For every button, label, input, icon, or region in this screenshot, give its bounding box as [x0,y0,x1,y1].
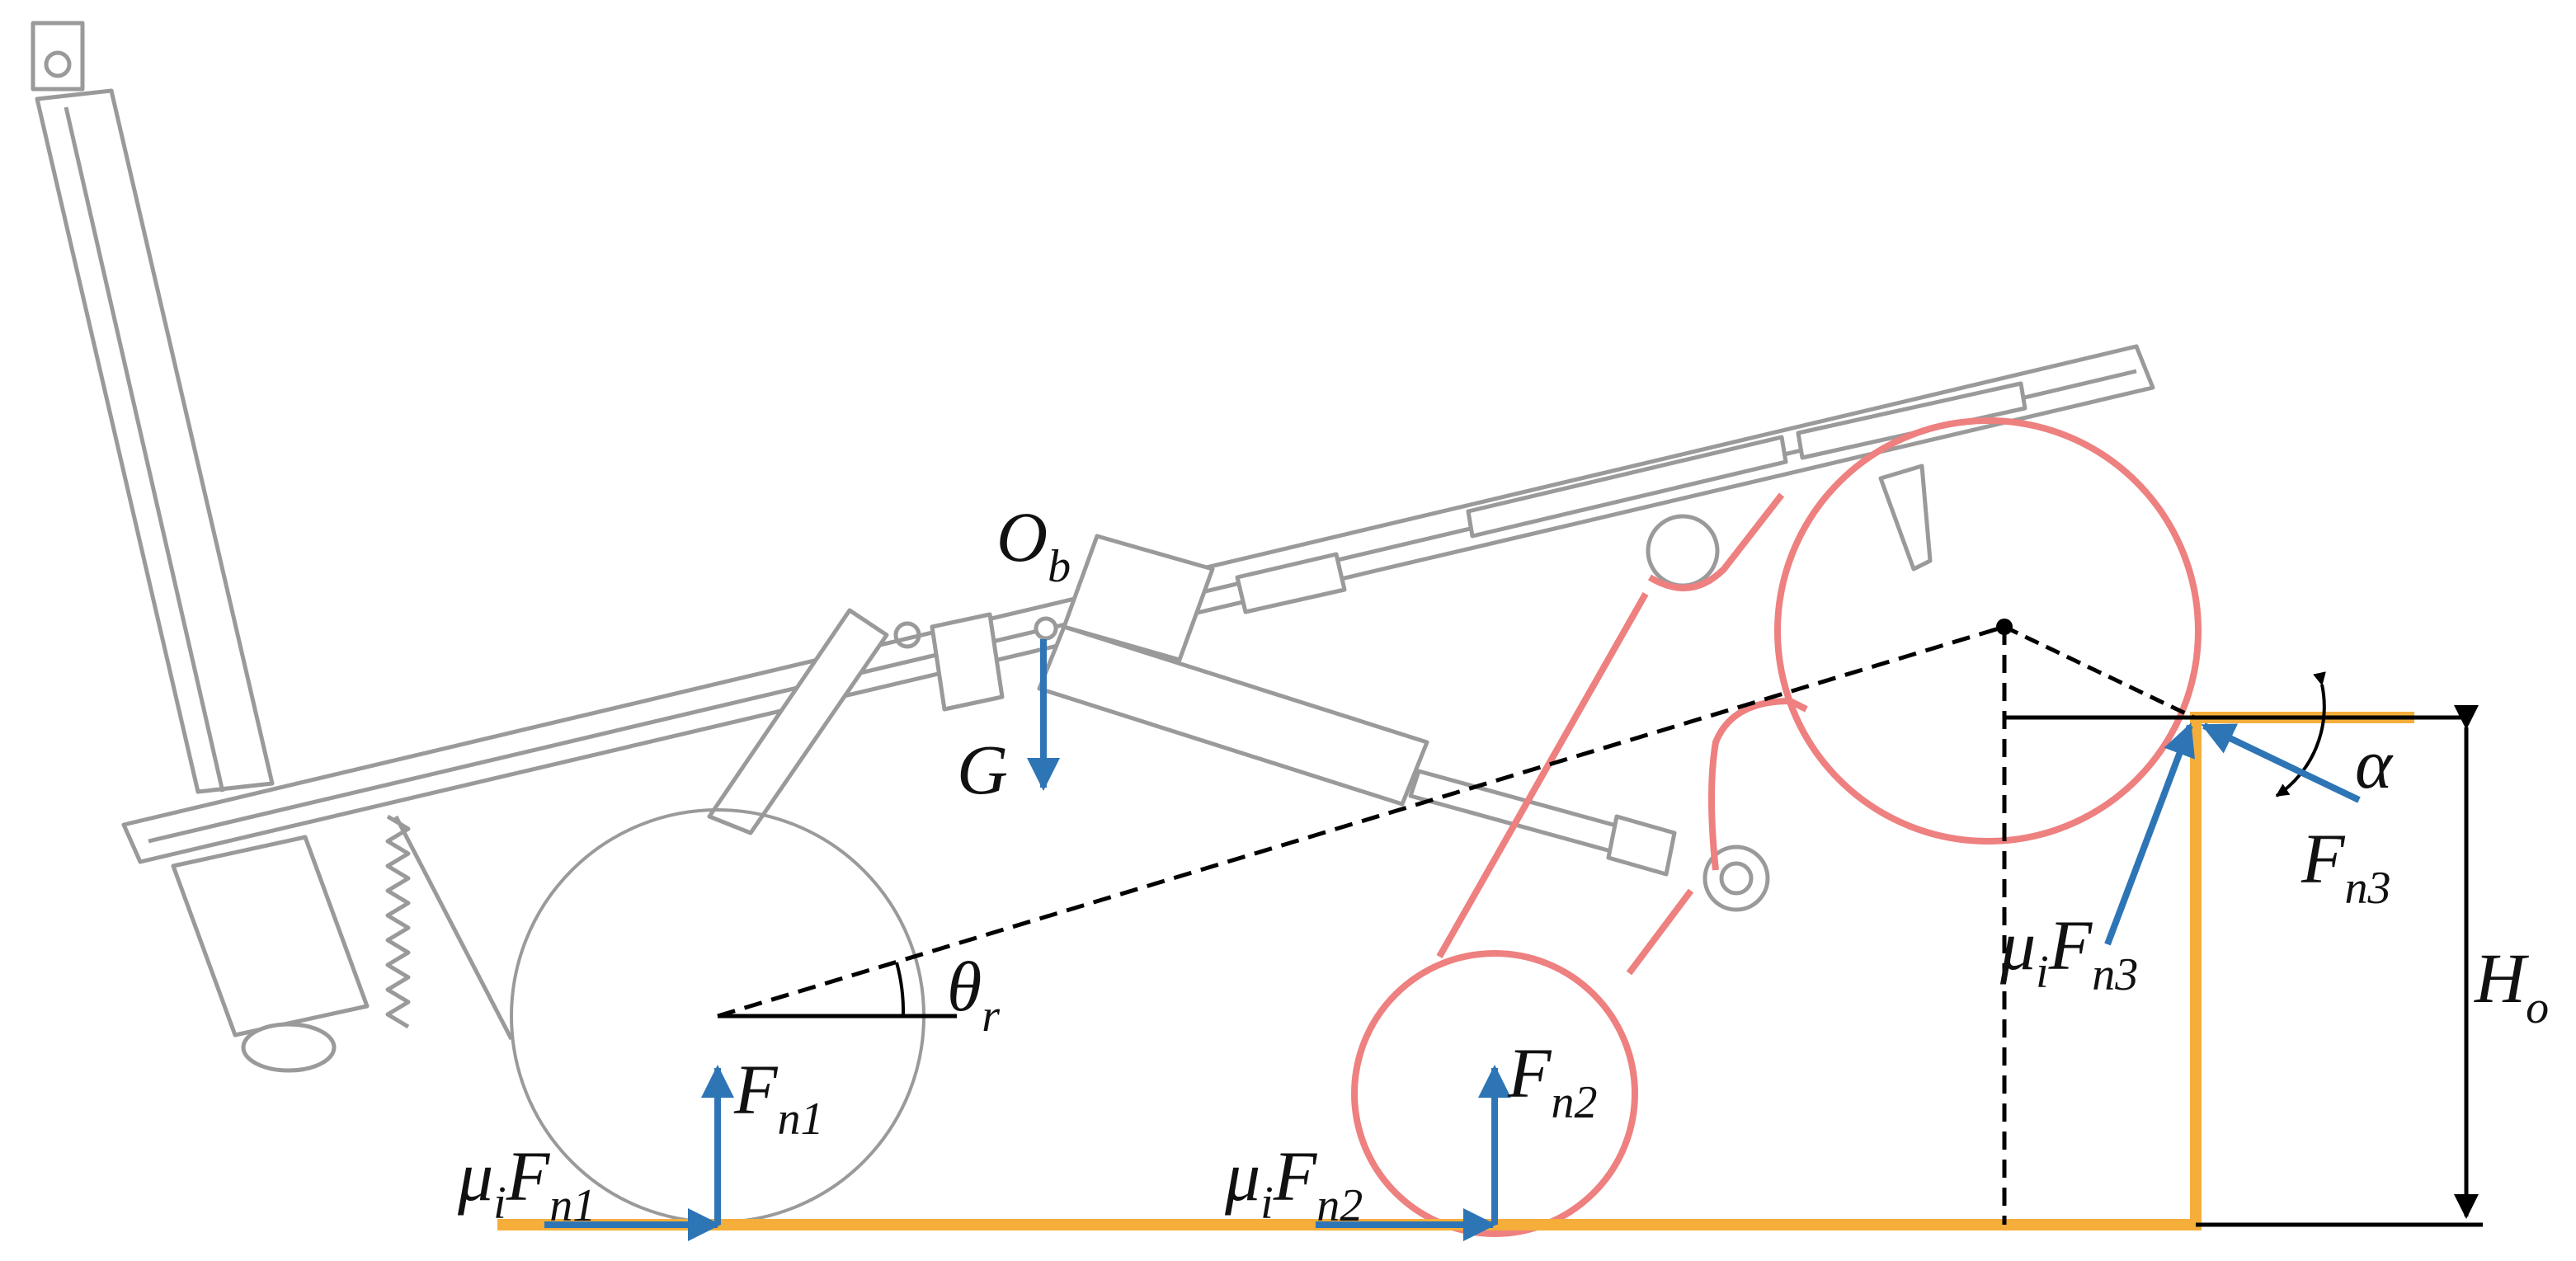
ob-pivot [1034,616,1058,641]
climbing-mechanism-outline [1351,417,2202,1237]
force-arrows [544,639,2361,1241]
front-wheel-center-point [1996,619,2013,635]
actuator-end-pivot-inner [1719,861,1754,896]
drive-motor [171,835,370,1038]
actuator-end-pivot-outer [1702,845,1770,912]
leg-link-left [1436,592,1649,958]
theta-r-label: θr [947,947,1000,1042]
seat-plate-2 [1796,381,2027,460]
actuator-housing [1062,534,1215,662]
rear-swing-arm [707,608,889,835]
leg-link-right [1626,888,1694,976]
backrest-inner-line [64,106,225,793]
dashed-to-contact [2003,624,2196,720]
wheelchair-frame [31,21,2155,1073]
front-end-bracket [1878,463,1933,572]
backrest-post [35,88,275,794]
mu-fn3-arrow [2104,722,2196,946]
rear-arm-pivot [893,621,921,649]
mu-fn3-label: μiFn3 [1999,906,2138,1000]
fn3-label: Fn3 [2301,819,2391,914]
alpha-arc [2275,671,2326,798]
leg-top-joint [1647,492,1785,591]
fn1-label: Fn1 [733,1050,824,1145]
ho-label: Ho [2474,939,2549,1033]
backrest-cap-hole [44,50,72,78]
leg-hook [1708,698,1808,871]
g-label: G [957,730,1008,809]
ob-label: Ob [996,497,1071,592]
theta-arc [895,962,906,1017]
linear-actuator-body [1037,624,1429,807]
mu-fn2-label: μiFn2 [1224,1136,1363,1231]
annotations [717,624,2483,1227]
fn2-label: Fn2 [1507,1033,1598,1128]
seat-plate-1 [1466,435,1788,539]
spring-rod [393,815,514,1041]
spring-damper [385,814,411,1029]
alpha-label: α [2355,724,2394,803]
front-link-pivot [1646,514,1720,588]
mid-bracket [930,612,1005,712]
front-climbing-wheel [1774,417,2202,845]
dashed-axle-line [717,624,2005,1019]
motor-cap [241,1022,337,1073]
actuator-end [1606,814,1677,877]
mu-fn1-label: μiFn1 [457,1136,596,1231]
backrest-cap [31,21,85,92]
seat-block-1 [1235,552,1347,614]
fn3-arrow [2201,722,2361,803]
